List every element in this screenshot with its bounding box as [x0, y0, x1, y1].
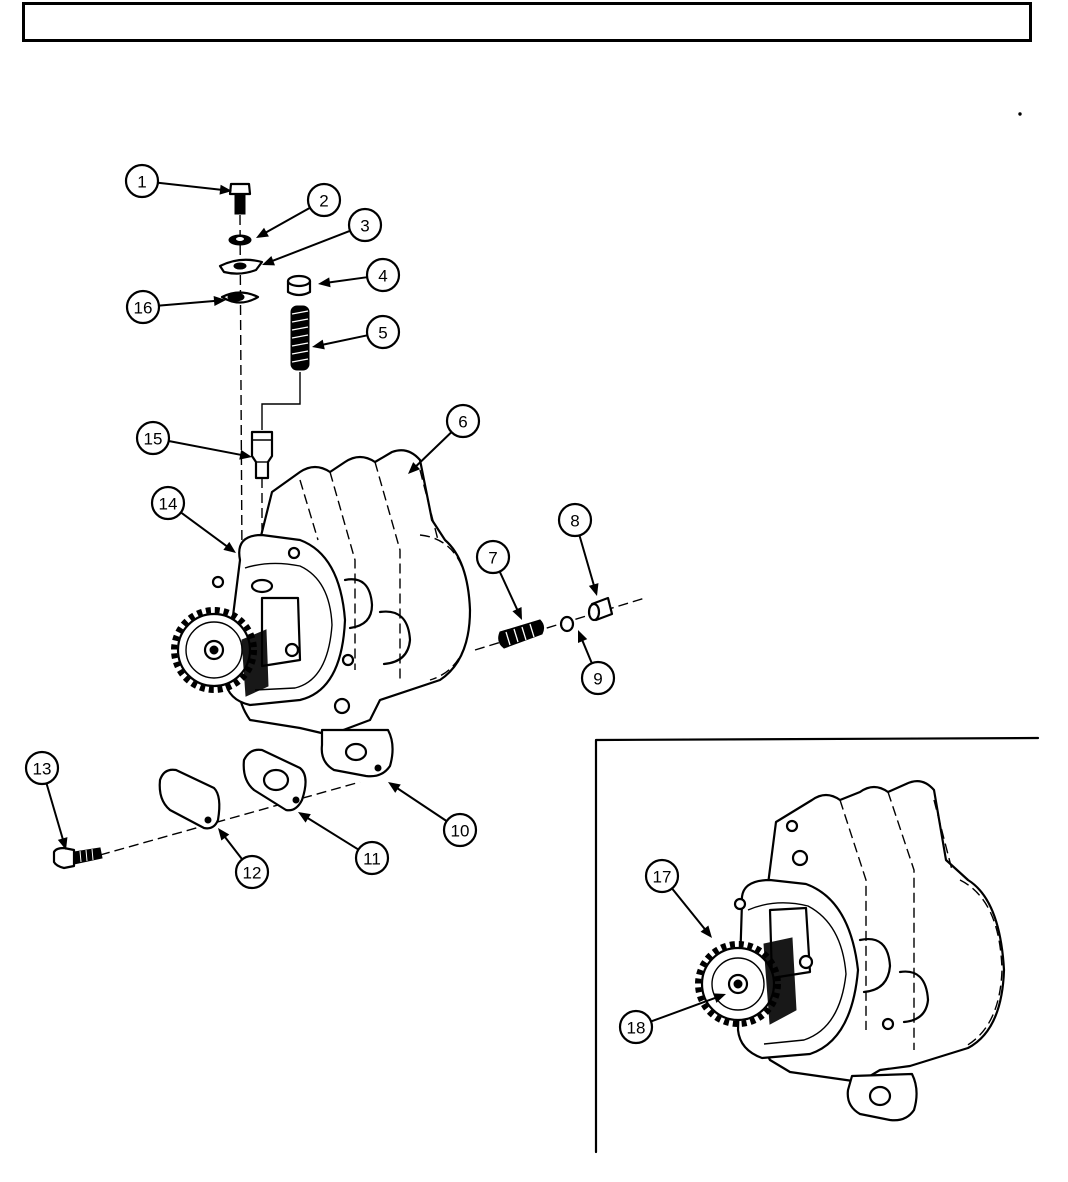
callout-leader-1 — [158, 183, 223, 190]
callout-label-7: 7 — [488, 549, 497, 568]
callout-arrowhead-12 — [218, 828, 229, 841]
callout-arrowhead-5 — [312, 340, 325, 350]
callout-leader-2 — [264, 208, 310, 234]
callout-leader-11 — [306, 817, 359, 850]
callout-leader-17 — [672, 888, 706, 931]
callout-17: 17 — [646, 860, 712, 938]
callout-label-3: 3 — [360, 217, 369, 236]
callout-label-12: 12 — [243, 864, 262, 883]
callout-leader-9 — [581, 638, 591, 663]
callout-label-2: 2 — [319, 192, 328, 211]
callout-label-18: 18 — [627, 1019, 646, 1038]
callout-arrowhead-15 — [239, 450, 252, 460]
bolt-part-1 — [230, 184, 250, 214]
stray-dot — [1019, 113, 1021, 115]
callout-6: 6 — [408, 405, 479, 474]
callout-label-16: 16 — [134, 299, 153, 318]
clip-part-16 — [222, 293, 258, 303]
plug-part-8 — [589, 598, 612, 620]
cover-plate-part-12 — [160, 770, 220, 829]
callout-leader-10 — [395, 787, 446, 821]
callout-3: 3 — [262, 209, 381, 265]
callout-12: 12 — [218, 828, 268, 888]
callout-11: 11 — [298, 812, 388, 874]
spring-part-7 — [499, 620, 544, 648]
cap-part-4 — [288, 276, 310, 295]
callout-leader-7 — [500, 572, 519, 612]
callout-13: 13 — [26, 752, 67, 850]
callout-leader-13 — [46, 783, 63, 841]
callout-arrowhead-14 — [223, 542, 236, 553]
retainer-part-3 — [220, 260, 262, 274]
callout-arrowhead-9 — [578, 630, 587, 643]
plunger-part-15 — [252, 432, 272, 478]
callout-8: 8 — [559, 504, 598, 596]
callout-label-8: 8 — [570, 512, 579, 531]
callout-16: 16 — [127, 291, 226, 323]
callout-leader-4 — [327, 277, 367, 283]
mounting-foot-part-10 — [322, 730, 393, 776]
inset-detail-view — [596, 738, 1038, 1152]
callout-18: 18 — [620, 993, 726, 1043]
callout-4: 4 — [318, 259, 399, 291]
callout-leader-16 — [159, 301, 217, 306]
callout-label-17: 17 — [653, 868, 672, 887]
callout-leader-5 — [321, 335, 368, 345]
callout-9: 9 — [578, 630, 614, 694]
callout-label-13: 13 — [33, 760, 52, 779]
callout-label-11: 11 — [363, 850, 381, 869]
callout-leader-14 — [181, 512, 229, 547]
callout-leader-3 — [270, 231, 350, 262]
callout-10: 10 — [388, 782, 476, 846]
callout-label-4: 4 — [378, 267, 387, 286]
callout-arrowhead-10 — [388, 782, 401, 793]
callout-2: 2 — [256, 184, 340, 238]
gasket-part-11 — [244, 750, 306, 811]
callout-1: 1 — [126, 165, 232, 197]
callout-label-9: 9 — [593, 670, 602, 689]
callout-label-1: 1 — [137, 173, 146, 192]
callout-leader-15 — [169, 441, 243, 455]
callout-arrowhead-8 — [589, 583, 599, 596]
callout-label-15: 15 — [144, 430, 163, 449]
callout-arrowhead-11 — [298, 812, 311, 823]
callout-leader-12 — [224, 835, 243, 859]
spring-part-5 — [291, 306, 309, 370]
callout-7: 7 — [477, 541, 522, 620]
callout-arrowhead-4 — [318, 277, 331, 287]
callout-5: 5 — [312, 316, 399, 349]
screw-part-13 — [54, 848, 102, 868]
callout-leader-6 — [414, 432, 451, 468]
callout-14: 14 — [152, 487, 236, 553]
callout-label-5: 5 — [378, 324, 387, 343]
lock-washer-part-2 — [229, 235, 251, 245]
callout-leader-8 — [579, 535, 594, 587]
callout-leader-18 — [651, 997, 718, 1021]
callout-15: 15 — [137, 422, 252, 460]
callout-arrowhead-3 — [262, 256, 275, 265]
callout-label-6: 6 — [458, 413, 467, 432]
disc-part-9 — [561, 617, 573, 631]
callout-label-14: 14 — [159, 495, 178, 514]
callout-label-10: 10 — [451, 822, 470, 841]
